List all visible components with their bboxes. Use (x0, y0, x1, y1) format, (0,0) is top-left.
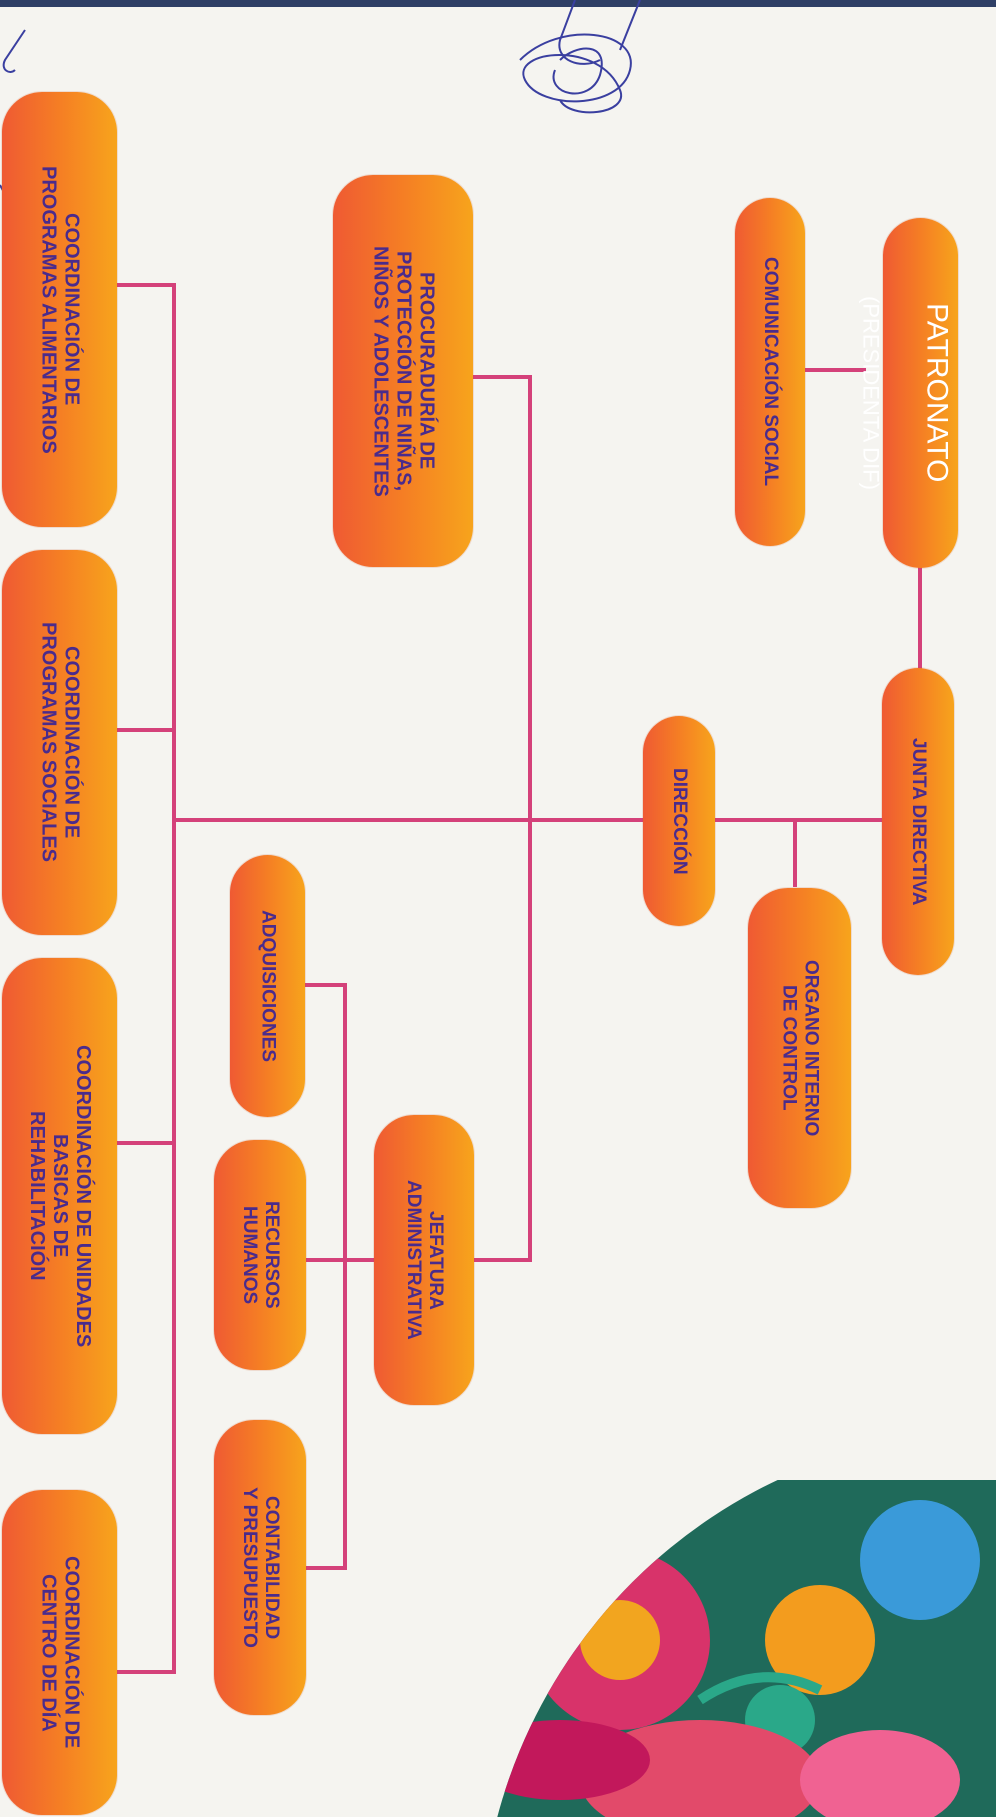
contabilidad-label: CONTABILIDAD Y PRESUPUESTO (239, 1487, 282, 1648)
node-organo-interno: ORGANO INTERNO DE CONTROL (748, 888, 851, 1208)
line-procuraduria-right (470, 375, 532, 1262)
junta-label: JUNTA DIRECTIVA (907, 737, 929, 906)
organo-label: ORGANO INTERNO DE CONTROL (778, 959, 822, 1137)
node-coord-alimentarios: COORDINACIÓN DE PROGRAMAS ALIMENTARIOS (2, 92, 117, 527)
node-comunicacion-social: COMUNICACIÓN SOCIAL (735, 198, 805, 546)
direccion-label: DIRECCIÓN (668, 767, 690, 875)
coord-rehabilitacion-label: COORDINACIÓN DE UNIDADES BASICAS DE REHA… (26, 1044, 94, 1348)
node-adquisiciones: ADQUISICIONES (230, 855, 305, 1117)
node-coord-sociales: COORDINACIÓN DE PROGRAMAS SOCIALES (2, 550, 117, 935)
node-junta-directiva: JUNTA DIRECTIVA (882, 668, 954, 975)
patronato-title: PATRONATO (920, 303, 954, 483)
coord-alimentarios-label: COORDINACIÓN DE PROGRAMAS ALIMENTARIOS (37, 165, 83, 454)
adquisiciones-label: ADQUISICIONES (257, 909, 279, 1063)
node-coord-rehabilitacion: COORDINACIÓN DE UNIDADES BASICAS DE REHA… (2, 958, 117, 1434)
coord-centro-dia-label: COORDINACIÓN DE CENTRO DE DÍA (37, 1556, 83, 1749)
node-direccion: DIRECCIÓN (643, 716, 715, 926)
coord-sociales-label: COORDINACIÓN DE PROGRAMAS SOCIALES (37, 622, 83, 863)
node-contabilidad: CONTABILIDAD Y PRESUPUESTO (214, 1420, 306, 1715)
node-recursos-humanos: RECURSOS HUMANOS (214, 1140, 306, 1370)
jefatura-label: JEFATURA ADMINISTRATIVA (403, 1180, 446, 1340)
node-coord-centro-dia: COORDINACIÓN DE CENTRO DE DÍA (2, 1490, 117, 1815)
procuraduria-label: PROCURADURÍA DE PROTECCIÓN DE NIÑAS, NIÑ… (369, 245, 438, 497)
comunicacion-label: COMUNICACIÓN SOCIAL (759, 257, 781, 487)
patronato-subtitle: (PRESIDENTA DIF) (858, 296, 884, 490)
node-patronato: PATRONATO (PRESIDENTA DIF) (859, 218, 958, 568)
header-rule (0, 0, 996, 7)
node-jefatura-administrativa: JEFATURA ADMINISTRATIVA (374, 1115, 474, 1405)
node-procuraduria: PROCURADURÍA DE PROTECCIÓN DE NIÑAS, NIÑ… (333, 175, 473, 567)
recursos-label: RECURSOS HUMANOS (239, 1201, 282, 1309)
